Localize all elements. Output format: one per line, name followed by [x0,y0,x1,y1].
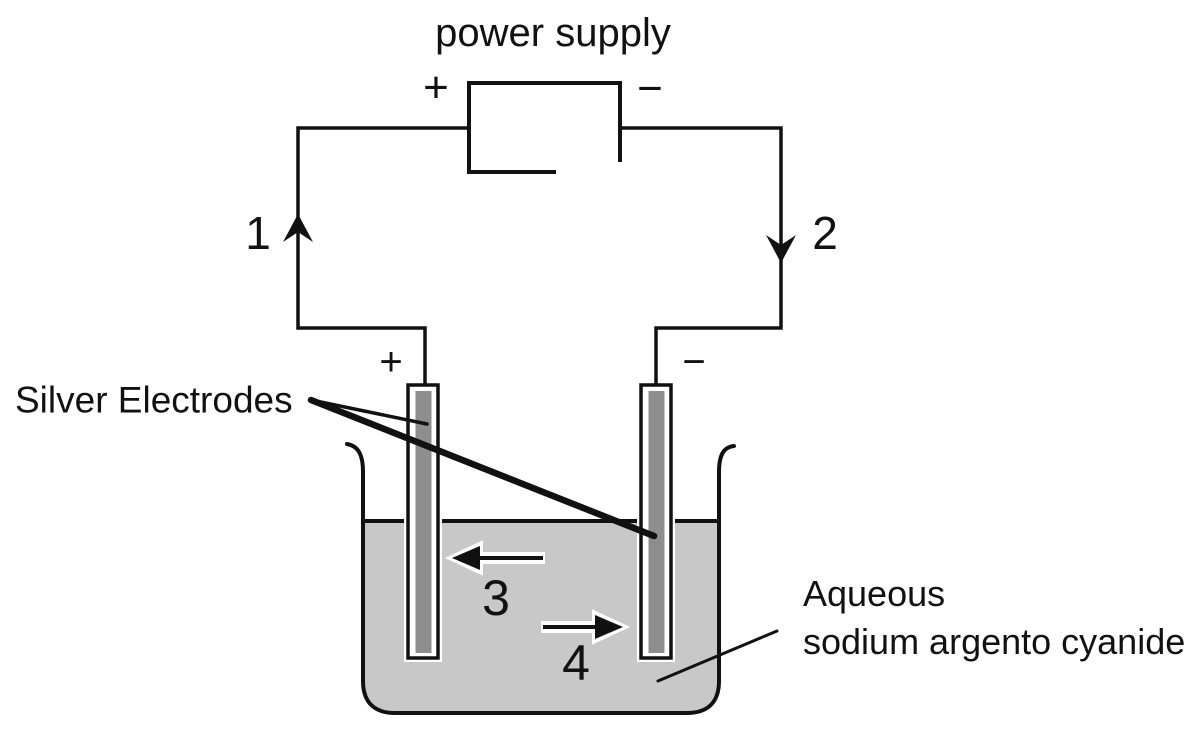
left-electrode-core [415,391,432,653]
solution-fill [365,521,717,711]
cathode-negative-sign: − [682,340,706,384]
current-label-1: 1 [245,207,271,259]
ion-arrow-left-icon [444,540,545,576]
right-electrode [637,382,675,662]
power-supply-label: power supply [435,11,671,55]
current-arrow-down-icon [766,235,796,263]
left-electrode [404,382,442,662]
current-arrow-up-icon [283,214,313,242]
current-label-2: 2 [812,207,838,259]
right-electrode-core [648,391,665,653]
solution-pointer-line [656,629,779,683]
power-supply-box [467,81,622,174]
supply-negative-sign: − [637,64,663,113]
ion-arrow-right-icon [541,609,631,645]
silver-electrodes-label: Silver Electrodes [15,379,293,421]
electrode-pointer-line-left [309,398,429,426]
ion-flow-label-4: 4 [562,635,590,691]
ion-flow-label-3: 3 [482,570,510,626]
beaker-outline [345,442,736,715]
circuit-wire-left [296,126,469,386]
circuit-wire-right [620,126,783,386]
solution-label-line1: Aqueous [803,573,946,614]
solution-label: Aqueous sodium argento cyanide [803,570,1185,666]
solution-label-line2: sodium argento cyanide [803,621,1186,662]
electrode-pointer-line-right [307,396,658,540]
supply-positive-sign: + [423,63,449,112]
anode-positive-sign: + [379,340,403,384]
